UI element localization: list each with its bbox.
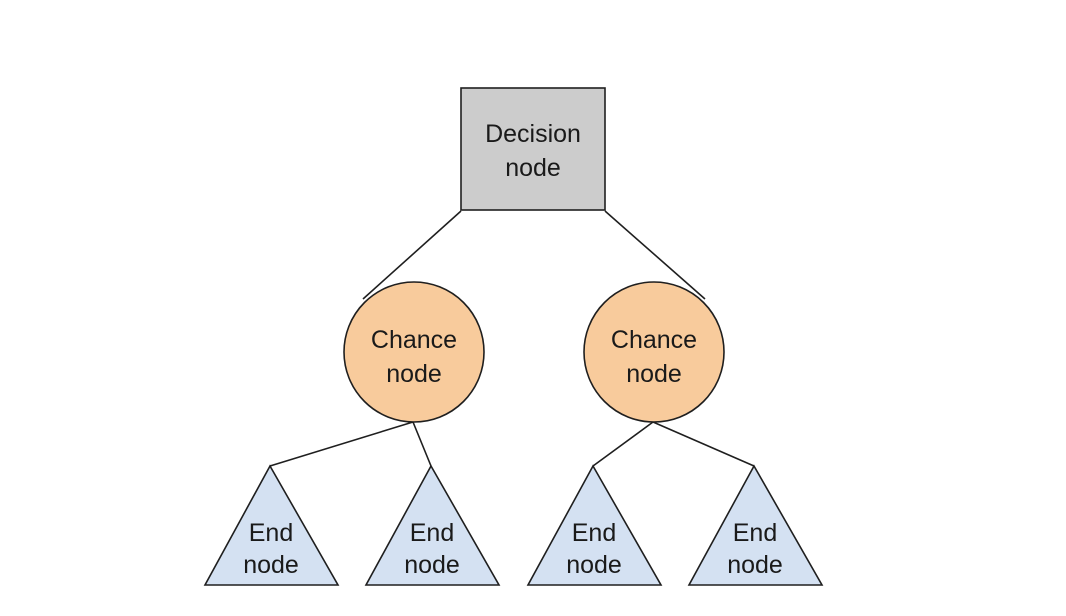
- end-node-4-label-line1: End: [733, 519, 777, 547]
- chance-node-left-label-line2: node: [386, 360, 442, 388]
- chance-node-left-label-line1: Chance: [371, 326, 457, 354]
- end-node-2[interactable]: End node: [364, 464, 501, 586]
- end-node-1-label-line1: End: [249, 519, 293, 547]
- end-node-3[interactable]: End node: [526, 464, 663, 586]
- edge-chance-right-to-end-node-3: [592, 421, 654, 467]
- chance-node-right[interactable]: Chance node: [583, 281, 725, 423]
- chance-node-left-shape: [343, 281, 485, 423]
- chance-node-left[interactable]: Chance node: [343, 281, 485, 423]
- edge-chance-left-to-end-node-1: [269, 421, 414, 467]
- edge-decision-to-chance-right: [604, 210, 706, 300]
- end-node-1-shape: [203, 464, 340, 586]
- edge-chance-right-to-end-node-4: [652, 421, 755, 467]
- end-node-4-shape: [687, 464, 824, 586]
- chance-node-right-shape: [583, 281, 725, 423]
- chance-node-right-label-line2: node: [626, 360, 682, 388]
- end-node-3-label-line2: node: [566, 551, 622, 579]
- chance-node-right-label-line1: Chance: [611, 326, 697, 354]
- end-node-4[interactable]: End node: [687, 464, 824, 586]
- decision-node[interactable]: Decision node: [460, 87, 606, 211]
- end-node-1-label-line2: node: [243, 551, 299, 579]
- end-node-4-label-line2: node: [727, 551, 783, 579]
- end-node-2-label-line2: node: [404, 551, 460, 579]
- end-node-2-shape: [364, 464, 501, 586]
- end-node-1[interactable]: End node: [203, 464, 340, 586]
- edge-decision-to-chance-left: [362, 210, 462, 300]
- end-node-3-shape: [526, 464, 663, 586]
- end-node-3-label-line1: End: [572, 519, 616, 547]
- decision-node-label-line2: node: [505, 154, 561, 182]
- edge-chance-left-to-end-node-2: [412, 421, 432, 467]
- decision-node-label-line1: Decision: [485, 120, 581, 148]
- end-node-2-label-line1: End: [410, 519, 454, 547]
- decision-node-shape: [460, 87, 606, 211]
